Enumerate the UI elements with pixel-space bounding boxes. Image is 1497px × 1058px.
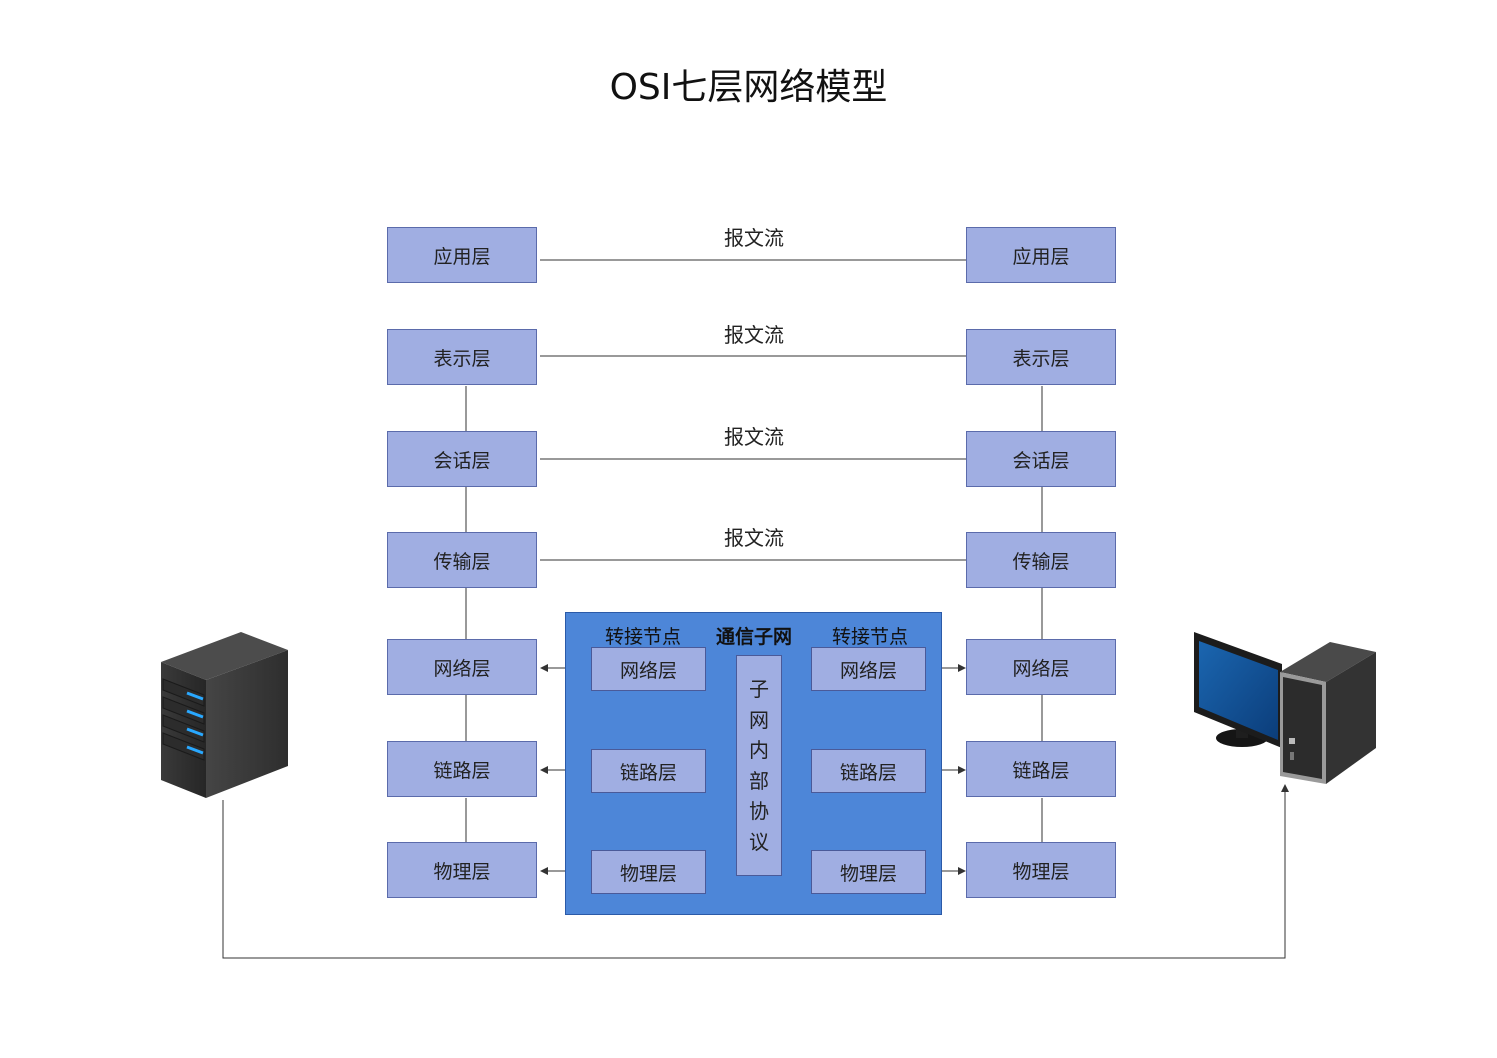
- flow-label-transport: 报文流: [724, 526, 784, 550]
- subnet-right-link-layer: 链路层: [811, 749, 926, 793]
- right-network-layer: 网络层: [966, 639, 1116, 695]
- subnet-left-network-layer: 网络层: [591, 647, 706, 691]
- stack-connectors: [465, 386, 1043, 842]
- right-transport-layer: 传输层: [966, 532, 1116, 588]
- left-transport-layer: 传输层: [387, 532, 537, 588]
- protocol-char: 网: [749, 707, 769, 732]
- right-link-layer: 链路层: [966, 741, 1116, 797]
- flow-label-session: 报文流: [724, 425, 784, 449]
- left-network-layer: 网络层: [387, 639, 537, 695]
- subnet-right-physical-layer: 物理层: [811, 850, 926, 894]
- desktop-computer-icon: [1194, 632, 1376, 784]
- protocol-char: 内: [749, 738, 769, 762]
- flow-label-application: 报文流: [724, 226, 784, 250]
- subnet-title: 通信子网: [716, 626, 793, 648]
- protocol-char: 议: [749, 829, 769, 854]
- physical-link-line: [222, 784, 1289, 959]
- peer-flow-lines: [540, 259, 966, 561]
- right-relay-node-label: 转接节点: [832, 626, 909, 648]
- subnet-right-network-layer: 网络层: [811, 647, 926, 691]
- subnet-left-physical-layer: 物理层: [591, 850, 706, 894]
- right-presentation-layer: 表示层: [966, 329, 1116, 385]
- subnet-left-link-layer: 链路层: [591, 749, 706, 793]
- right-session-layer: 会话层: [966, 431, 1116, 487]
- protocol-char: 子: [749, 677, 769, 701]
- protocol-char: 协: [749, 799, 769, 823]
- left-presentation-layer: 表示层: [387, 329, 537, 385]
- left-physical-layer: 物理层: [387, 842, 537, 898]
- server-tower-icon: [161, 632, 288, 798]
- right-physical-layer: 物理层: [966, 842, 1116, 898]
- left-session-layer: 会话层: [387, 431, 537, 487]
- left-application-layer: 应用层: [387, 227, 537, 283]
- left-link-layer: 链路层: [387, 741, 537, 797]
- left-relay-node-label: 转接节点: [605, 626, 682, 648]
- subnet-internal-protocol: 子 网 内 部 协 议: [736, 655, 782, 876]
- page-title: OSI七层网络模型: [609, 67, 888, 108]
- protocol-char: 部: [749, 768, 769, 793]
- flow-label-presentation: 报文流: [724, 323, 784, 347]
- right-application-layer: 应用层: [966, 227, 1116, 283]
